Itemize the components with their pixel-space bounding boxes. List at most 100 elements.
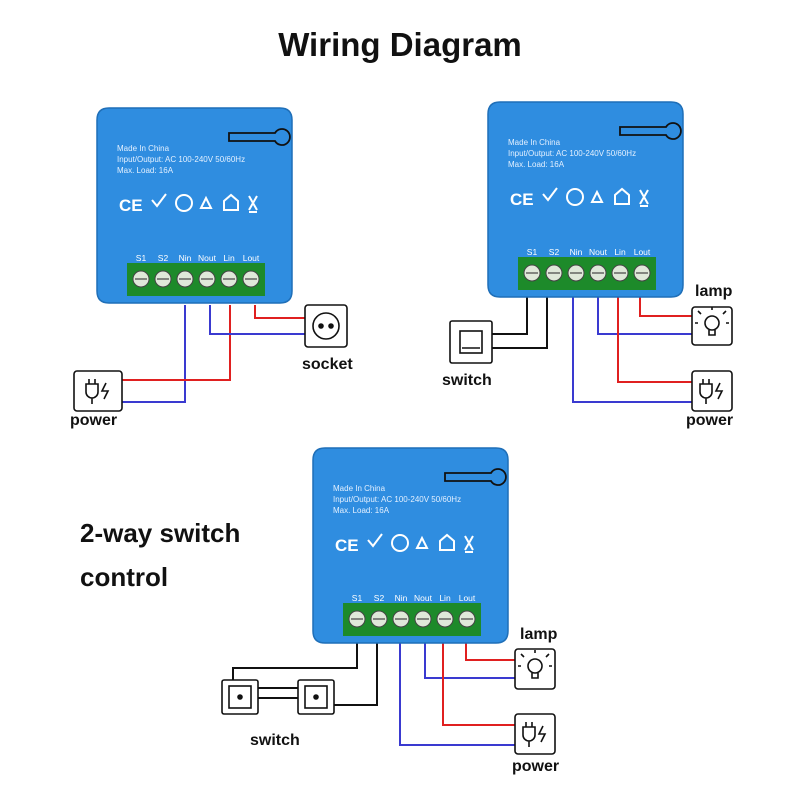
lamp-icon bbox=[514, 648, 556, 690]
d2-switch-label: switch bbox=[442, 372, 492, 389]
rohs-check-icon bbox=[542, 187, 558, 202]
wall-switch-icon bbox=[297, 679, 335, 715]
terminal-label-lin: Lin bbox=[614, 247, 626, 257]
terminal-label-lin: Lin bbox=[439, 593, 451, 603]
spec-max-load: Max. Load: 16A bbox=[508, 160, 565, 169]
terminal-screws bbox=[523, 264, 651, 282]
terminal-label-s1: S1 bbox=[351, 593, 363, 603]
recycle-icon bbox=[199, 195, 213, 209]
terminal-screws bbox=[132, 270, 260, 288]
recycle-icon bbox=[590, 189, 604, 203]
d2-power-label: power bbox=[686, 412, 734, 429]
two-way-label-line1: 2-way switch bbox=[80, 518, 241, 548]
wall-switch-icon bbox=[449, 320, 493, 364]
d3-power-label: power bbox=[512, 758, 560, 775]
terminal-label-lout: Lout bbox=[458, 593, 476, 603]
d1-wire-live-power bbox=[122, 305, 231, 381]
hanging-slot-icon bbox=[619, 122, 682, 140]
spec-made-in: Made In China bbox=[508, 138, 561, 147]
weee-icon bbox=[639, 189, 649, 207]
cert-marks: CE bbox=[119, 193, 258, 215]
rohs-check-icon bbox=[367, 533, 383, 548]
cert-marks: CE bbox=[335, 533, 474, 555]
home-icon bbox=[614, 187, 630, 205]
terminal-label-s2: S2 bbox=[157, 253, 169, 263]
d3-wire-s2 bbox=[318, 640, 378, 706]
d3-switch-label: switch bbox=[250, 732, 300, 749]
terminal-label-lout: Lout bbox=[242, 253, 260, 263]
terminal-label-nin: Nin bbox=[394, 593, 408, 603]
spec-made-in: Made In China bbox=[117, 144, 170, 153]
eco-icon bbox=[566, 188, 584, 206]
hanging-slot-icon bbox=[228, 128, 291, 146]
d2-wire-live-power bbox=[617, 295, 692, 383]
d1-wire-neutral-power bbox=[122, 305, 186, 403]
ce-mark-icon: CE bbox=[119, 196, 143, 215]
module-body: CE bbox=[96, 107, 293, 304]
ce-mark-icon: CE bbox=[335, 536, 359, 555]
socket-icon bbox=[304, 304, 348, 348]
power-plug-icon bbox=[73, 370, 123, 412]
ce-mark-icon: CE bbox=[510, 190, 534, 209]
spec-max-load: Max. Load: 16A bbox=[333, 506, 390, 515]
weee-icon bbox=[464, 535, 474, 553]
power-plug-icon bbox=[514, 713, 556, 755]
d2-wire-neutral-lamp bbox=[597, 295, 692, 335]
d2-wire-neutral-power bbox=[572, 295, 692, 403]
terminal-block bbox=[343, 603, 481, 636]
switch-module-3: CE Made In China Input/Output: AC 100-24… bbox=[312, 447, 509, 644]
spec-input-output: Input/Output: AC 100-240V 50/60Hz bbox=[333, 495, 462, 504]
terminal-label-nin: Nin bbox=[569, 247, 583, 257]
spec-made-in: Made In China bbox=[333, 484, 386, 493]
spec-max-load: Max. Load: 16A bbox=[117, 166, 174, 175]
module-body: CE bbox=[312, 447, 509, 644]
two-way-label-line2: control bbox=[80, 562, 169, 592]
d2-wire-live-lamp bbox=[639, 295, 692, 317]
spec-input-output: Input/Output: AC 100-240V 50/60Hz bbox=[508, 149, 637, 158]
terminal-label-nin: Nin bbox=[178, 253, 192, 263]
lamp-icon bbox=[691, 306, 733, 346]
eco-icon bbox=[175, 194, 193, 212]
terminal-label-s2: S2 bbox=[548, 247, 560, 257]
home-icon bbox=[223, 193, 239, 211]
d2-wire-s1 bbox=[492, 295, 528, 335]
d1-wire-live-socket bbox=[254, 305, 305, 319]
terminal-label-s2: S2 bbox=[373, 593, 385, 603]
terminal-label-s1: S1 bbox=[526, 247, 538, 257]
recycle-icon bbox=[415, 535, 429, 549]
eco-icon bbox=[391, 534, 409, 552]
terminal-block bbox=[518, 257, 656, 290]
hanging-slot-icon bbox=[444, 468, 507, 486]
d3-lamp-label: lamp bbox=[520, 626, 558, 643]
diagram2-wires bbox=[492, 295, 692, 403]
d2-wire-s2 bbox=[492, 295, 548, 349]
wall-switch-icon bbox=[221, 679, 259, 715]
d2-lamp-label: lamp bbox=[695, 283, 733, 300]
terminal-label-nout: Nout bbox=[589, 247, 607, 257]
home-icon bbox=[439, 533, 455, 551]
terminal-label-lin: Lin bbox=[223, 253, 235, 263]
d3-wire-live-lamp bbox=[465, 640, 515, 661]
weee-icon bbox=[248, 195, 258, 213]
terminal-label-nout: Nout bbox=[198, 253, 216, 263]
d1-wire-neutral-socket bbox=[209, 305, 305, 335]
spec-input-output: Input/Output: AC 100-240V 50/60Hz bbox=[117, 155, 246, 164]
terminal-label-nout: Nout bbox=[414, 593, 432, 603]
power-plug-icon bbox=[691, 370, 733, 412]
terminal-label-s1: S1 bbox=[135, 253, 147, 263]
d1-socket-label: socket bbox=[302, 356, 353, 373]
terminal-block bbox=[127, 263, 265, 296]
d1-power-label: power bbox=[70, 412, 118, 429]
d3-wire-neutral-power bbox=[399, 640, 515, 746]
cert-marks: CE bbox=[510, 187, 649, 209]
module-body: CE bbox=[487, 101, 684, 298]
rohs-check-icon bbox=[151, 193, 167, 208]
d3-wire-live-power bbox=[442, 640, 515, 726]
terminal-label-lout: Lout bbox=[633, 247, 651, 257]
diagram1-wires bbox=[122, 305, 305, 403]
d3-wire-neutral-lamp bbox=[424, 640, 515, 679]
switch-module-2: CE Made In China Input/Output: AC 100-24… bbox=[487, 101, 684, 298]
switch-module-1: CE Made In China Input/Output: AC 100-24… bbox=[96, 107, 293, 304]
